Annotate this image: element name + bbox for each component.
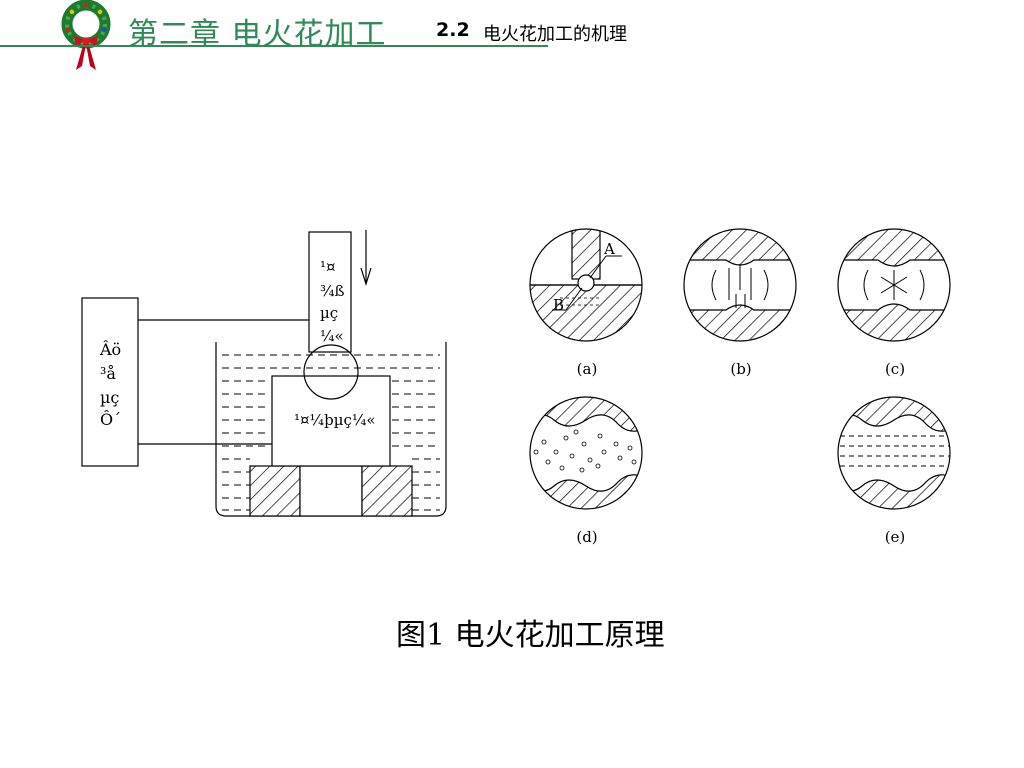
spark-zone-circle <box>303 344 359 400</box>
subfigure-label-e: (e) <box>885 528 906 546</box>
subfigure-label-a: (a) <box>577 360 598 378</box>
dielectric-fluid <box>222 354 440 511</box>
fixture-left <box>249 465 301 517</box>
slide-header: 第二章 电火花加工 2.2 电火花加工的机理 <box>0 0 1024 80</box>
edm-apparatus <box>81 230 447 517</box>
header-divider <box>0 45 548 47</box>
fixture-center <box>299 465 363 517</box>
power-supply-label-line: Ô´ <box>100 409 121 429</box>
power-supply-label-line: Âö <box>99 339 121 359</box>
subfigure-a <box>529 228 643 342</box>
point-label-a: A <box>603 240 615 258</box>
subfigure-d <box>529 396 643 510</box>
workpiece-electrode <box>271 375 391 467</box>
tool-electrode-label-line: µç <box>320 304 338 322</box>
section-number: 2.2 <box>436 19 470 41</box>
tool-electrode-label-line: ¾ß <box>320 282 345 300</box>
subfigure-label-b: (b) <box>730 360 751 378</box>
power-supply-label-line: µç <box>100 388 119 407</box>
tool-electrode-label-line: ¼« <box>320 327 344 345</box>
workpiece-label: ¹¤¼þµç¼« <box>294 411 376 429</box>
subfigure-label-c: (c) <box>885 360 905 378</box>
point-label-b: B <box>553 296 564 314</box>
subfigure-label-d: (d) <box>576 528 597 546</box>
christmas-wreath-icon <box>61 0 111 70</box>
subfigure-c <box>837 228 951 342</box>
tool-electrode-label-line: ¹¤ <box>320 258 336 276</box>
figure-caption: 图1 电火花加工原理 <box>396 618 665 653</box>
subfigure-e <box>837 396 951 510</box>
power-supply-label-line: ³å <box>100 364 116 383</box>
fixture-right <box>361 465 413 517</box>
section-title: 电火花加工的机理 <box>483 24 627 45</box>
tool-electrode <box>308 231 352 353</box>
subfigure-b <box>683 228 797 342</box>
power-supply-box <box>81 297 139 467</box>
down-arrow-icon <box>360 230 372 287</box>
